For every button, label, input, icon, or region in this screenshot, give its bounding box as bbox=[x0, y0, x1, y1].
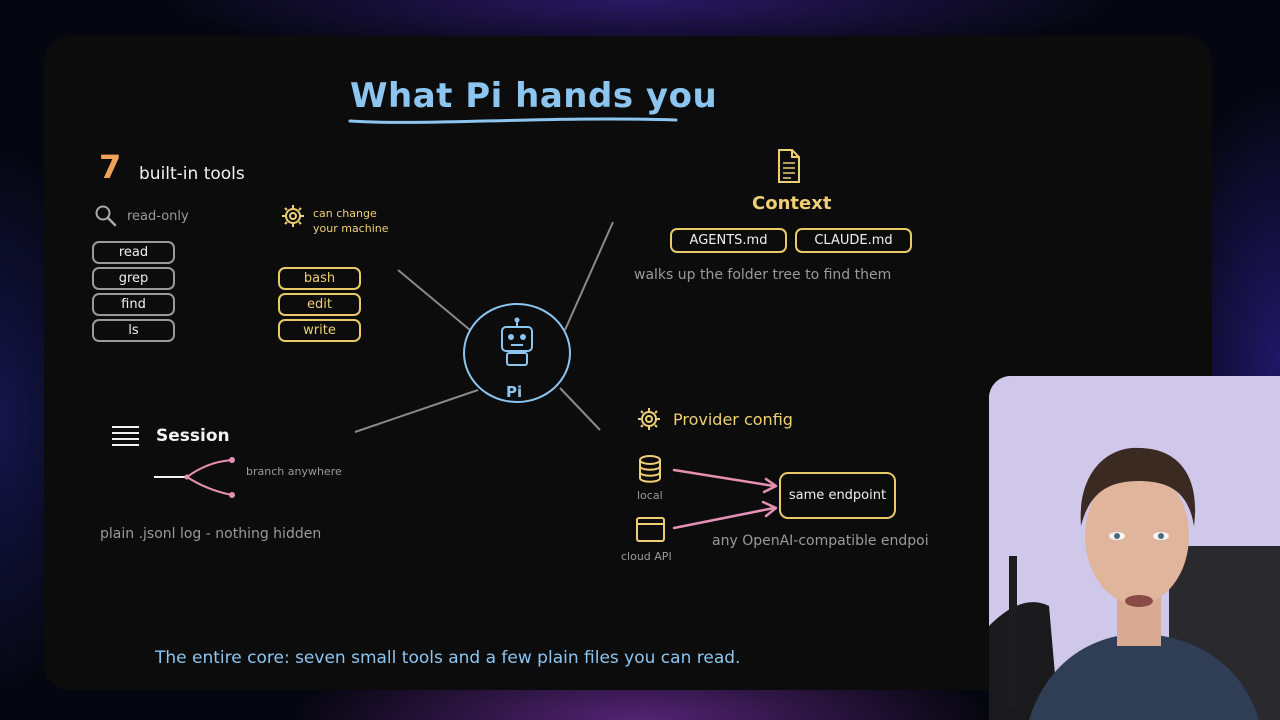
session-note: plain .jsonl log - nothing hidden bbox=[100, 526, 322, 542]
tool-ls: ls bbox=[92, 319, 175, 342]
title-underline bbox=[348, 117, 678, 124]
change-label: can change your machine bbox=[313, 206, 389, 236]
browser-window-icon bbox=[636, 517, 665, 542]
menu-lines-icon bbox=[112, 426, 139, 446]
pi-label: Pi bbox=[506, 383, 523, 401]
endpoint-box: same endpoint bbox=[779, 472, 896, 519]
tool-bash: bash bbox=[278, 267, 361, 290]
tools-heading: built-in tools bbox=[139, 164, 245, 184]
pi-node bbox=[463, 303, 571, 403]
tools-count: 7 bbox=[99, 148, 122, 186]
search-icon bbox=[95, 205, 117, 227]
session-heading: Session bbox=[156, 426, 230, 446]
cloud-api-label: cloud API bbox=[621, 550, 672, 563]
provider-heading: Provider config bbox=[673, 410, 793, 429]
provider-note: any OpenAI-compatible endpoi bbox=[712, 533, 929, 549]
provider-arrows bbox=[672, 468, 778, 530]
presenter-video bbox=[989, 376, 1280, 720]
tool-grep: grep bbox=[92, 267, 175, 290]
context-heading: Context bbox=[752, 193, 832, 214]
slide-title: What Pi hands you bbox=[350, 76, 718, 116]
branch-icon bbox=[154, 457, 235, 498]
change-label-line1: can change bbox=[313, 207, 377, 220]
robot-icon bbox=[501, 317, 533, 366]
change-label-line2: your machine bbox=[313, 222, 389, 235]
tool-edit: edit bbox=[278, 293, 361, 316]
gear-icon bbox=[282, 205, 304, 227]
readonly-label: read-only bbox=[127, 209, 189, 224]
database-icon bbox=[639, 455, 661, 483]
provider-gear-icon bbox=[638, 408, 660, 430]
footer-caption: The entire core: seven small tools and a… bbox=[155, 648, 741, 668]
branch-label: branch anywhere bbox=[246, 465, 342, 478]
tool-read: read bbox=[92, 241, 175, 264]
local-label: local bbox=[637, 489, 663, 502]
context-file-agents: AGENTS.md bbox=[670, 228, 787, 253]
webcam-overlay bbox=[989, 376, 1280, 720]
document-icon bbox=[778, 149, 800, 183]
context-note: walks up the folder tree to find them bbox=[634, 267, 892, 283]
context-file-claude: CLAUDE.md bbox=[795, 228, 912, 253]
tool-write: write bbox=[278, 319, 361, 342]
tool-find: find bbox=[92, 293, 175, 316]
